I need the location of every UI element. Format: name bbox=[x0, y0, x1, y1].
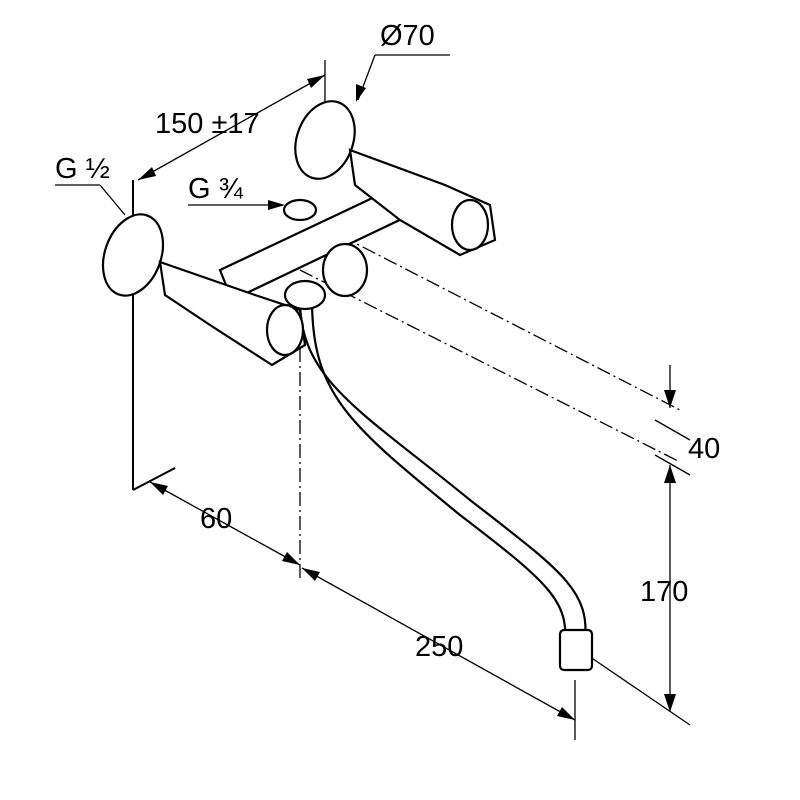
front-handle-cap bbox=[265, 303, 305, 357]
arrow-icon bbox=[356, 84, 366, 102]
arrow-icon bbox=[664, 465, 676, 483]
arrow-icon bbox=[307, 75, 325, 88]
spout bbox=[298, 298, 587, 642]
label-rosette-diameter: Ø70 bbox=[380, 20, 435, 52]
diverter-knob[interactable] bbox=[321, 242, 369, 298]
arrow-icon bbox=[302, 568, 320, 581]
axis-upper bbox=[319, 224, 681, 411]
arrow-icon bbox=[282, 552, 300, 565]
front-rosette bbox=[101, 213, 165, 297]
label-inlet-thread: G ½ bbox=[55, 153, 110, 185]
tick bbox=[654, 454, 691, 476]
arrow-icon bbox=[138, 167, 156, 180]
arrow-icon bbox=[268, 200, 285, 210]
dim-150-line bbox=[137, 74, 326, 181]
tick bbox=[654, 419, 691, 441]
dim-60-line bbox=[149, 481, 301, 566]
label-centre-distance: 150 ±17 bbox=[155, 108, 260, 140]
rear-handle-cap bbox=[450, 198, 490, 252]
outlet-connector bbox=[282, 198, 318, 222]
wall-base-line bbox=[132, 467, 176, 491]
spout-base-extension bbox=[579, 649, 691, 726]
arrow-icon bbox=[664, 390, 676, 408]
arrow-icon bbox=[664, 694, 676, 712]
label-spout-offset: 40 bbox=[688, 433, 721, 465]
label-spout-reach: 250 bbox=[415, 631, 464, 663]
dim-250-line bbox=[301, 567, 576, 721]
leader-g12 bbox=[99, 184, 126, 216]
arrow-icon bbox=[150, 482, 168, 495]
aerator bbox=[558, 628, 594, 672]
label-spout-height: 170 bbox=[640, 576, 689, 608]
spout-nut bbox=[283, 279, 327, 311]
label-wall-to-centre: 60 bbox=[200, 503, 233, 535]
arrow-icon bbox=[557, 707, 575, 720]
label-outlet-thread: G ¾ bbox=[188, 173, 243, 205]
axis-lower bbox=[299, 269, 681, 463]
